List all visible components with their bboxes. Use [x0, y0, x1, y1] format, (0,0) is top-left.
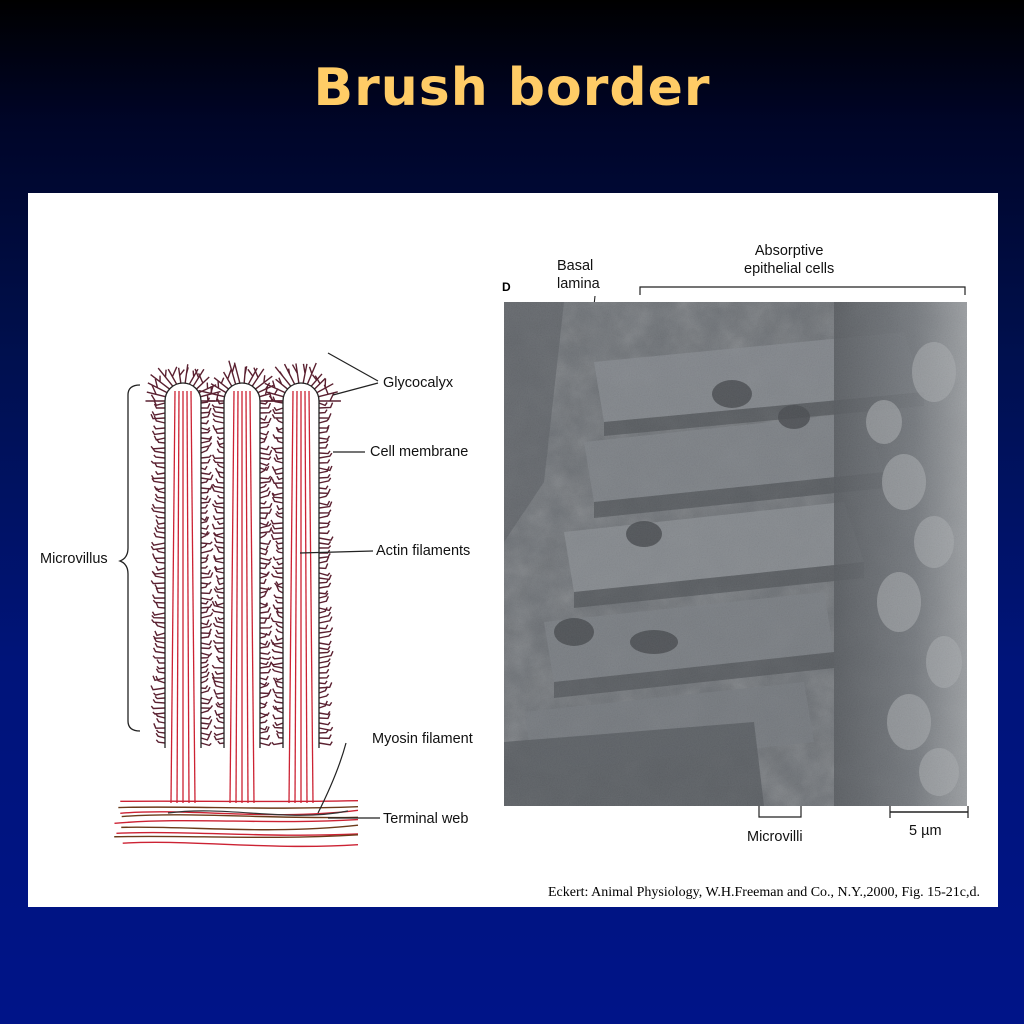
slide-title: Brush border — [313, 58, 711, 118]
sem-image — [504, 302, 967, 806]
figure-caption: Eckert: Animal Physiology, W.H.Freeman a… — [547, 885, 980, 900]
label-cell-membrane: Cell membrane — [370, 444, 469, 460]
panel-letter: D — [502, 280, 511, 294]
label-terminal-web: Terminal web — [383, 811, 469, 827]
microvillus-1 — [164, 382, 202, 804]
label-myosin-filament: Myosin filament — [372, 731, 473, 747]
microvillus-bracket — [118, 384, 141, 732]
microvilli-bodies — [164, 382, 320, 804]
microvillus-2 — [223, 382, 261, 804]
terminal-web — [114, 799, 359, 848]
scale-bar-label: 5 µm — [909, 823, 942, 839]
basal-line2: lamina — [557, 276, 600, 292]
label-microvilli: Microvilli — [747, 829, 803, 845]
microvillus-3 — [282, 382, 320, 804]
absorptive-line1: Absorptive — [754, 243, 824, 259]
label-absorptive-cells: Absorptive epithelial cells — [744, 242, 834, 278]
sem-micrograph — [504, 302, 967, 806]
basal-line1: Basal — [557, 258, 594, 274]
label-basal-lamina: Basal lamina — [557, 257, 600, 293]
label-actin-filaments: Actin filaments — [376, 543, 471, 559]
absorptive-line2: epithelial cells — [744, 261, 835, 277]
leader-lines — [299, 352, 380, 819]
glycocalyx-fuzz — [145, 360, 341, 747]
label-microvillus: Microvillus — [40, 551, 108, 567]
figure-panel: Glycocalyx Cell membrane Microvillus Act… — [28, 193, 998, 907]
label-glycocalyx: Glycocalyx — [383, 375, 454, 391]
microvillus-diagram — [114, 352, 380, 848]
